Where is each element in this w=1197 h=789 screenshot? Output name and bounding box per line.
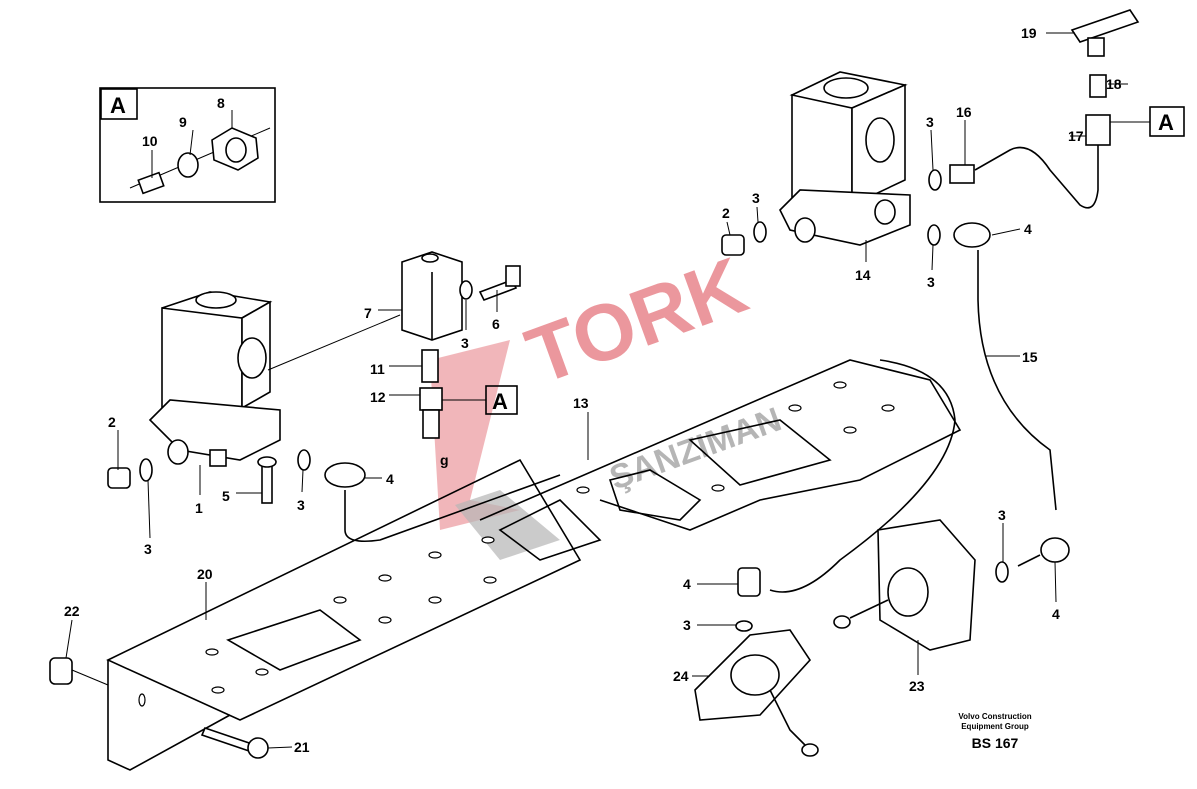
callout-7: 7 [364,305,372,321]
callout-21: 21 [294,739,310,755]
callout-23: 23 [909,678,925,694]
callout-6: 6 [492,316,500,332]
detail-a-ref-left-label: A [492,389,508,414]
callout-3: 3 [926,114,934,130]
callout-labels: 8 9 10 2 1 5 3 4 3 7 3 6 11 12 g 13 19 1… [64,25,1122,755]
detail-a-ref-right: A [1110,106,1185,137]
detail-a-label: A [110,93,126,118]
callout-5: 5 [222,488,230,504]
diagram-code: BS 167 [971,735,1019,751]
callout-3: 3 [297,497,305,513]
footer-credit: Volvo Construction Equipment Group BS 16… [940,712,1050,751]
callout-3: 3 [461,335,469,351]
callout-3: 3 [927,274,935,290]
actuator-24 [694,567,819,757]
detail-a-ref-right-label: A [1158,110,1174,135]
callout-18: 18 [1106,76,1122,92]
watermark-tork: TORK [515,240,757,401]
callout-15: 15 [1022,349,1038,365]
callout-19: 19 [1021,25,1037,41]
callout-1: 1 [195,500,203,516]
callout-4: 4 [1052,606,1060,622]
callout-22: 22 [64,603,80,619]
callout-4: 4 [1024,221,1032,237]
right-solenoid-valve [721,9,1140,511]
callout-12: 12 [370,389,386,405]
connector-block [401,251,521,439]
watermark-sanziman: ŞANZIMAN [605,400,787,497]
callout-4: 4 [683,576,691,592]
callout-g: g [440,452,449,468]
callout-3: 3 [998,507,1006,523]
detail-a-box: A [99,87,276,203]
mounting-bracket [49,359,962,771]
callout-2: 2 [108,414,116,430]
callout-17: 17 [1068,128,1084,144]
company-line-2: Equipment Group [961,722,1029,731]
actuator-23 [769,359,1070,651]
callout-2: 2 [722,205,730,221]
callout-3: 3 [144,541,152,557]
callout-9: 9 [179,114,187,130]
callout-13: 13 [573,395,589,411]
callout-16: 16 [956,104,972,120]
left-solenoid-valve [107,291,561,543]
callout-11: 11 [370,361,385,377]
callout-10: 10 [142,133,158,149]
callout-4: 4 [386,471,394,487]
callout-3: 3 [752,190,760,206]
leader-lines [65,32,1128,749]
callout-24: 24 [673,668,689,684]
callout-3: 3 [683,617,691,633]
company-line-1: Volvo Construction [958,712,1032,721]
detail-a-ref-left: A [442,385,518,415]
callout-20: 20 [197,566,213,582]
callout-14: 14 [855,267,871,283]
callout-8: 8 [217,95,225,111]
